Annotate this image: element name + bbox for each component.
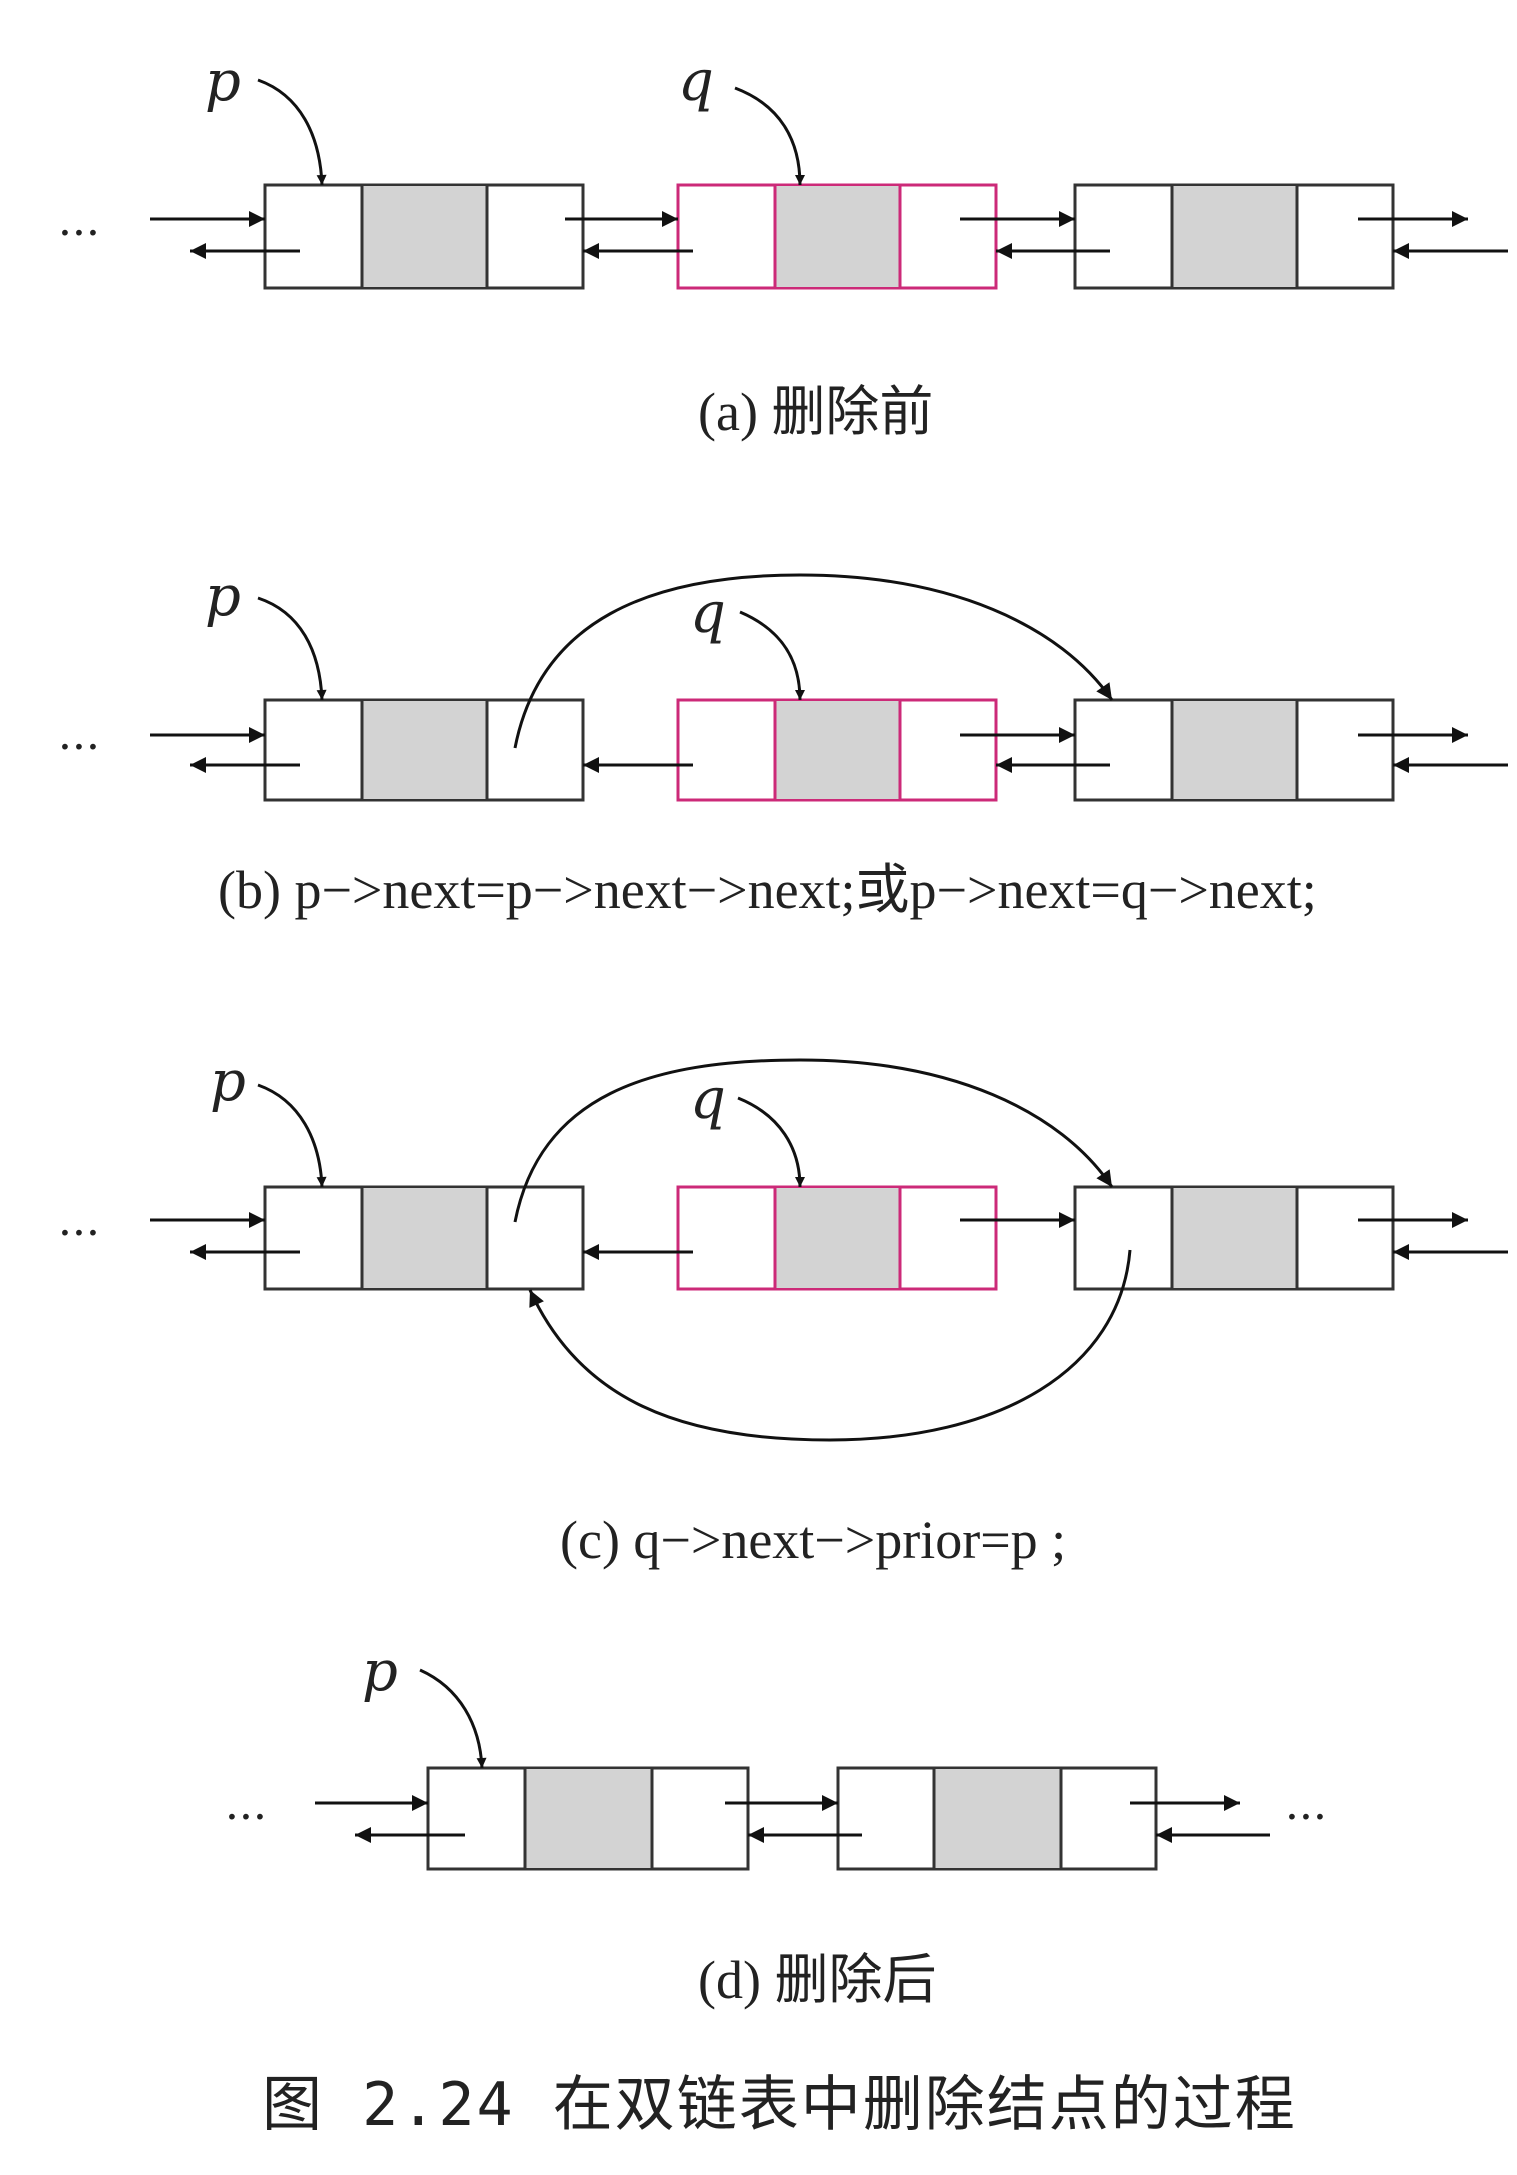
ellipsis-right: ··· <box>1285 1792 1327 1843</box>
pointer-q-b: q <box>690 581 805 701</box>
figure-title: 图 2.24 在双链表中删除结点的过程 <box>262 2070 1297 2140</box>
links-d <box>315 1795 1270 1843</box>
ellipsis-left: ··· <box>58 1208 100 1259</box>
panel-a: ··· <box>58 49 1508 442</box>
node-3 <box>1073 698 1395 802</box>
node-1 <box>263 183 585 290</box>
links-b <box>150 573 1508 773</box>
panel-b: ··· <box>58 564 1508 920</box>
node-1 <box>263 698 585 802</box>
caption-d: (d) 删除后 <box>698 1950 936 2010</box>
ellipsis-left: ··· <box>225 1792 267 1843</box>
pointer-p-a: p <box>205 49 327 186</box>
node-3 <box>1073 1185 1395 1291</box>
pointer-p-label: p <box>205 49 241 114</box>
arc-p-next-to-node3 <box>513 573 1114 749</box>
node-p <box>426 1766 750 1871</box>
ellipsis-left: ··· <box>58 722 100 773</box>
pointer-q-a: q <box>678 49 805 186</box>
arc-node3-prior-to-p <box>528 1249 1132 1442</box>
caption-a: (a) 删除前 <box>698 382 933 442</box>
ellipsis-left: ··· <box>58 208 100 259</box>
arc-p-next-to-node3 <box>513 1058 1114 1223</box>
pointer-p-d: p <box>362 1639 487 1769</box>
panel-c: ··· <box>58 1049 1508 1570</box>
node-q <box>676 183 998 290</box>
links-c <box>150 1058 1508 1442</box>
pointer-p-c: p <box>210 1049 327 1188</box>
node-q <box>676 1185 998 1291</box>
node-3 <box>1073 183 1395 290</box>
pointer-p-label: p <box>210 1049 246 1114</box>
node-q <box>676 698 998 802</box>
node-1 <box>263 1185 585 1291</box>
pointer-p-b: p <box>205 564 327 701</box>
panel-d: ··· ··· p (d) 删除后 <box>225 1639 1327 2010</box>
node-3 <box>836 1766 1158 1871</box>
pointer-p-label: p <box>362 1639 398 1704</box>
pointer-p-label: p <box>205 564 241 629</box>
pointer-q-label: q <box>690 1067 726 1132</box>
links-a <box>150 211 1508 259</box>
pointer-q-label: q <box>690 581 726 646</box>
pointer-q-c: q <box>690 1067 805 1188</box>
caption-b: (b) p−>next=p−>next−>next;或p−>next=q−>ne… <box>218 860 1317 920</box>
pointer-q-label: q <box>678 49 714 114</box>
caption-c: (c) q−>next−>prior=p ; <box>560 1510 1066 1570</box>
